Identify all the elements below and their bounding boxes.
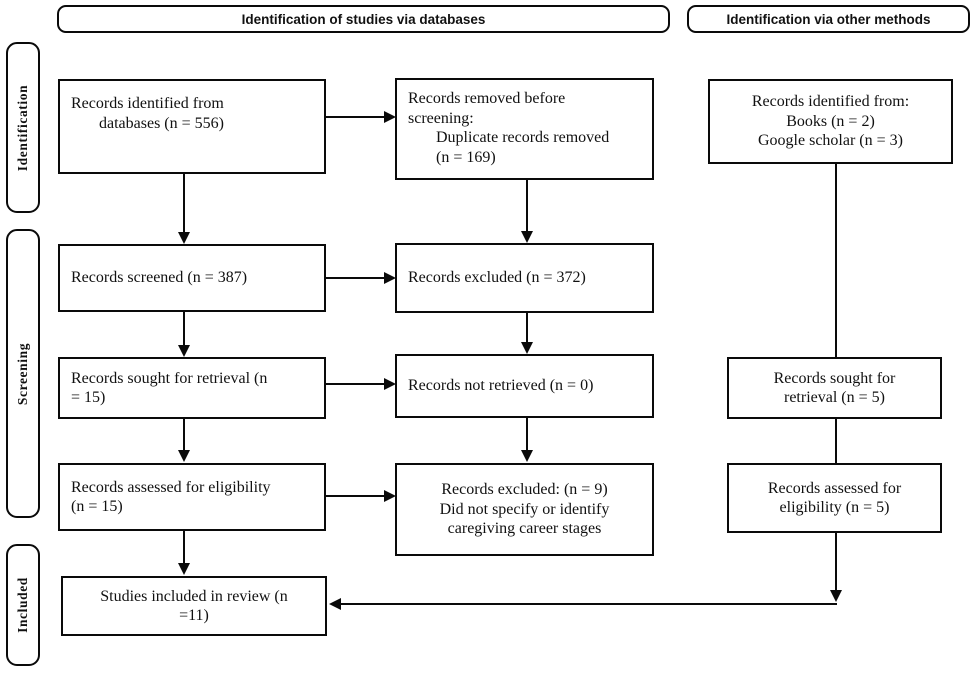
box-text-line: screening: [408, 109, 474, 127]
arrow-sought-to-assessed [178, 419, 190, 462]
box-text-line: =11) [179, 607, 209, 624]
arrow-not-retrieved-to-excluded-reasons [521, 418, 533, 462]
arrow-head-down [830, 590, 842, 602]
arrow-sought-to-not-retrieved [326, 378, 396, 390]
arrow-excluded-to-not-retrieved [521, 313, 533, 354]
header-databases-label: Identification of studies via databases [241, 11, 486, 27]
box-text-line: Duplicate records removed [436, 129, 610, 146]
arrow-head-down [178, 232, 190, 244]
arrow-assessed-to-excluded-reasons [326, 490, 396, 502]
box-text-line: Records assessed for eligibility [71, 478, 271, 496]
box-records-sought-databases: Records sought for retrieval (n = 15) [58, 357, 326, 419]
box-text-line: Records excluded (n = 372) [408, 269, 586, 287]
box-records-assessed-other: Records assessed for eligibility (n = 5) [727, 463, 942, 533]
box-records-excluded: Records excluded (n = 372) [395, 243, 654, 313]
box-text-line: (n = 15) [71, 498, 123, 515]
sidebar-included-label: Included [15, 577, 31, 633]
box-text-line: Records assessed for [767, 479, 902, 497]
box-text-line: caregiving career stages [447, 520, 602, 538]
box-text-line: = 15) [71, 389, 106, 406]
sidebar-phase-identification: Identification [6, 42, 40, 213]
arrow-screened-to-sought [178, 312, 190, 357]
box-text-line: Records identified from: [751, 93, 910, 111]
box-records-identified-other: Records identified from: Books (n = 2) G… [708, 79, 953, 164]
arrow-identified-db-to-screened [178, 174, 190, 244]
arrow-identified-db-to-removed [326, 111, 396, 123]
box-text-line: Records not retrieved (n = 0) [408, 377, 594, 395]
box-text-line: Records sought for retrieval (n [71, 369, 268, 387]
arrow-head-down [521, 342, 533, 354]
box-records-screened: Records screened (n = 387) [58, 244, 326, 312]
arrow-head-down [521, 231, 533, 243]
box-text-line: Books (n = 2) [786, 112, 875, 130]
arrow-head-down [178, 345, 190, 357]
box-text-line: Records removed before [408, 90, 566, 107]
box-records-assessed-databases: Records assessed for eligibility (n = 15… [58, 463, 326, 531]
box-text-line: retrieval (n = 5) [784, 389, 885, 406]
box-text-line: eligibility (n = 5) [779, 499, 890, 516]
sidebar-phase-screening: Screening [6, 229, 40, 518]
arrow-head-left [329, 598, 341, 610]
box-text-line: (n = 169) [436, 148, 496, 166]
box-text-line: Records screened (n = 387) [71, 269, 248, 287]
sidebar-identification-label: Identification [15, 84, 30, 171]
sidebar-phase-included: Included [6, 544, 40, 666]
box-records-excluded-reasons: Records excluded: (n = 9) Did not specif… [395, 463, 654, 556]
box-text-line: Studies included in review (n [100, 587, 288, 605]
box-text-line: Records excluded: (n = 9) [441, 481, 608, 499]
box-studies-included: Studies included in review (n =11) [61, 576, 327, 636]
arrow-head-down [178, 450, 190, 462]
box-records-removed-before-screening: Records removed before screening: Duplic… [395, 78, 654, 180]
header-databases: Identification of studies via databases [57, 5, 670, 33]
box-text-line: databases (n = 556) [99, 114, 224, 132]
box-text-line: Google scholar (n = 3) [758, 132, 903, 150]
sidebar-screening-label: Screening [15, 342, 30, 405]
arrow-head-down [178, 563, 190, 575]
box-text-line: Records sought for [773, 369, 896, 387]
arrow-assessed-to-included [178, 531, 190, 575]
header-other-methods: Identification via other methods [687, 5, 970, 33]
arrow-removed-to-excluded [521, 180, 533, 243]
box-records-identified-databases: Records identified from databases (n = 5… [58, 79, 326, 174]
arrow-screened-to-excluded [326, 272, 396, 284]
arrow-other-methods-to-included [329, 598, 837, 610]
header-other-methods-label: Identification via other methods [726, 11, 931, 27]
arrow-head-down [521, 450, 533, 462]
box-text-line: Did not specify or identify [439, 500, 610, 518]
arrow-assessed-other-down [830, 533, 842, 602]
box-records-not-retrieved: Records not retrieved (n = 0) [395, 354, 654, 418]
box-records-sought-other: Records sought for retrieval (n = 5) [727, 357, 942, 419]
box-text-line: Records identified from [71, 95, 224, 112]
